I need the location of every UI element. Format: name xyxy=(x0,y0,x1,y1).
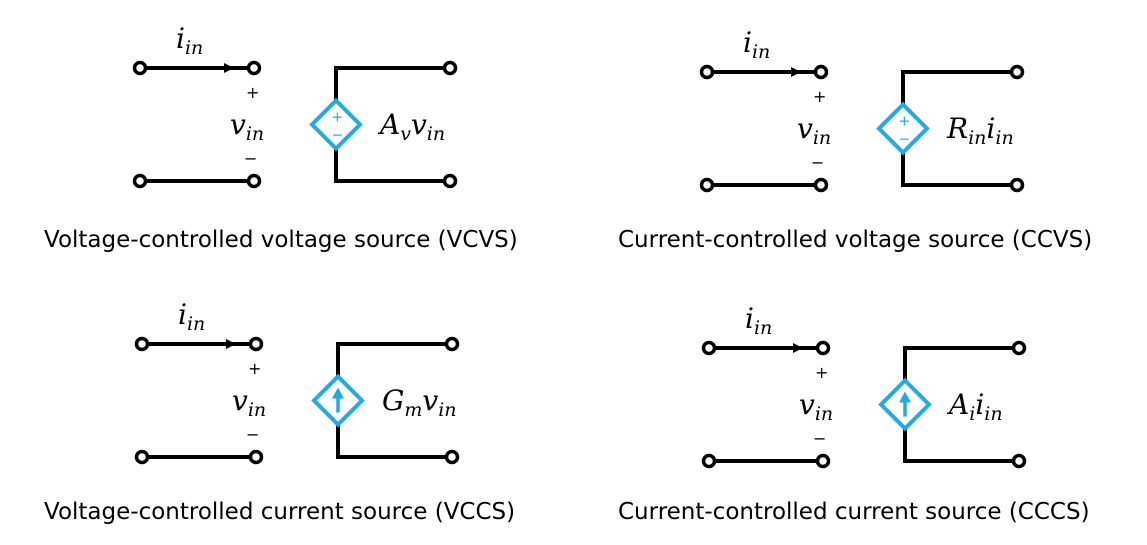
terminal-in-right-bottom xyxy=(813,177,829,193)
input-current-label: iin xyxy=(743,26,770,63)
input-current-label: iin xyxy=(176,22,203,59)
circuit-vccs: iin + vin − Gmvin xyxy=(134,298,460,465)
terminal-in-right-bottom xyxy=(815,453,831,469)
caption-vccs: Voltage-controlled current source (VCCS) xyxy=(44,499,515,525)
terminal-in-right-bottom xyxy=(248,449,264,465)
dependent-voltage-source-icon: +− xyxy=(876,101,930,156)
terminal-out-bottom xyxy=(1009,177,1025,193)
input-current-label: iin xyxy=(745,302,772,339)
terminal-in-left-bottom xyxy=(701,453,717,469)
output-top-wire xyxy=(334,66,452,103)
output-top-wire xyxy=(903,346,1021,383)
input-minus-sign: − xyxy=(246,425,259,444)
caption-ccvs: Current-controlled voltage source (CCVS) xyxy=(618,227,1092,253)
source-arrow-head xyxy=(899,391,911,403)
input-plus-sign: + xyxy=(813,87,826,106)
terminal-in-left-top xyxy=(701,340,717,356)
terminal-in-right-top xyxy=(813,64,829,80)
terminal-in-right-top xyxy=(246,60,262,76)
terminal-out-bottom xyxy=(444,449,460,465)
source-arrow-head xyxy=(332,387,344,399)
source-minus-sign: − xyxy=(899,132,911,148)
terminal-in-right-bottom xyxy=(246,173,262,189)
terminal-in-left-top xyxy=(132,60,148,76)
terminal-in-right-top xyxy=(815,340,831,356)
input-current-label: iin xyxy=(178,298,205,335)
output-top-wire xyxy=(901,70,1019,107)
terminal-in-left-top xyxy=(134,336,150,352)
gain-label: Aiiin xyxy=(946,388,1003,425)
source-plus-sign: + xyxy=(899,114,911,130)
output-bottom-wire xyxy=(334,146,452,183)
source-plus-sign: + xyxy=(332,110,344,126)
gain-label: Gmvin xyxy=(382,384,457,421)
circuit-vcvs: iin+vin−+−Avvin xyxy=(132,22,458,189)
terminal-in-left-top xyxy=(699,64,715,80)
source-minus-sign: − xyxy=(332,128,344,144)
input-plus-sign: + xyxy=(246,83,259,102)
terminal-out-bottom xyxy=(442,173,458,189)
circuit-ccvs: iin+vin−+−Riniin xyxy=(699,26,1025,193)
circuit-cccs: iin + vin − Aiiin xyxy=(701,302,1027,469)
terminal-out-bottom xyxy=(1011,453,1027,469)
terminal-in-left-bottom xyxy=(699,177,715,193)
input-minus-sign: − xyxy=(813,429,826,448)
dependent-current-source-icon xyxy=(878,377,932,432)
gain-label: Avvin xyxy=(377,108,445,145)
input-minus-sign: − xyxy=(244,149,257,168)
input-voltage-label: vin xyxy=(232,384,266,421)
input-plus-sign: + xyxy=(815,363,828,382)
terminal-out-top xyxy=(1009,64,1025,80)
input-voltage-label: vin xyxy=(799,388,833,425)
output-top-wire xyxy=(336,342,454,379)
output-bottom-wire xyxy=(336,422,454,459)
caption-vcvs: Voltage-controlled voltage source (VCVS) xyxy=(44,227,518,253)
caption-cccs: Current-controlled current source (CCCS) xyxy=(618,499,1090,525)
dependent-current-source-icon xyxy=(311,373,365,428)
input-minus-sign: − xyxy=(811,153,824,172)
terminal-out-top xyxy=(444,336,460,352)
gain-label: Riniin xyxy=(946,112,1014,149)
terminal-in-left-bottom xyxy=(132,173,148,189)
input-plus-sign: + xyxy=(248,359,261,378)
terminal-in-right-top xyxy=(248,336,264,352)
terminal-out-top xyxy=(442,60,458,76)
terminal-in-left-bottom xyxy=(134,449,150,465)
input-voltage-label: vin xyxy=(797,112,831,149)
terminal-out-top xyxy=(1011,340,1027,356)
dependent-voltage-source-icon: +− xyxy=(309,97,363,152)
output-bottom-wire xyxy=(903,426,1021,463)
output-bottom-wire xyxy=(901,150,1019,187)
input-voltage-label: vin xyxy=(230,108,264,145)
